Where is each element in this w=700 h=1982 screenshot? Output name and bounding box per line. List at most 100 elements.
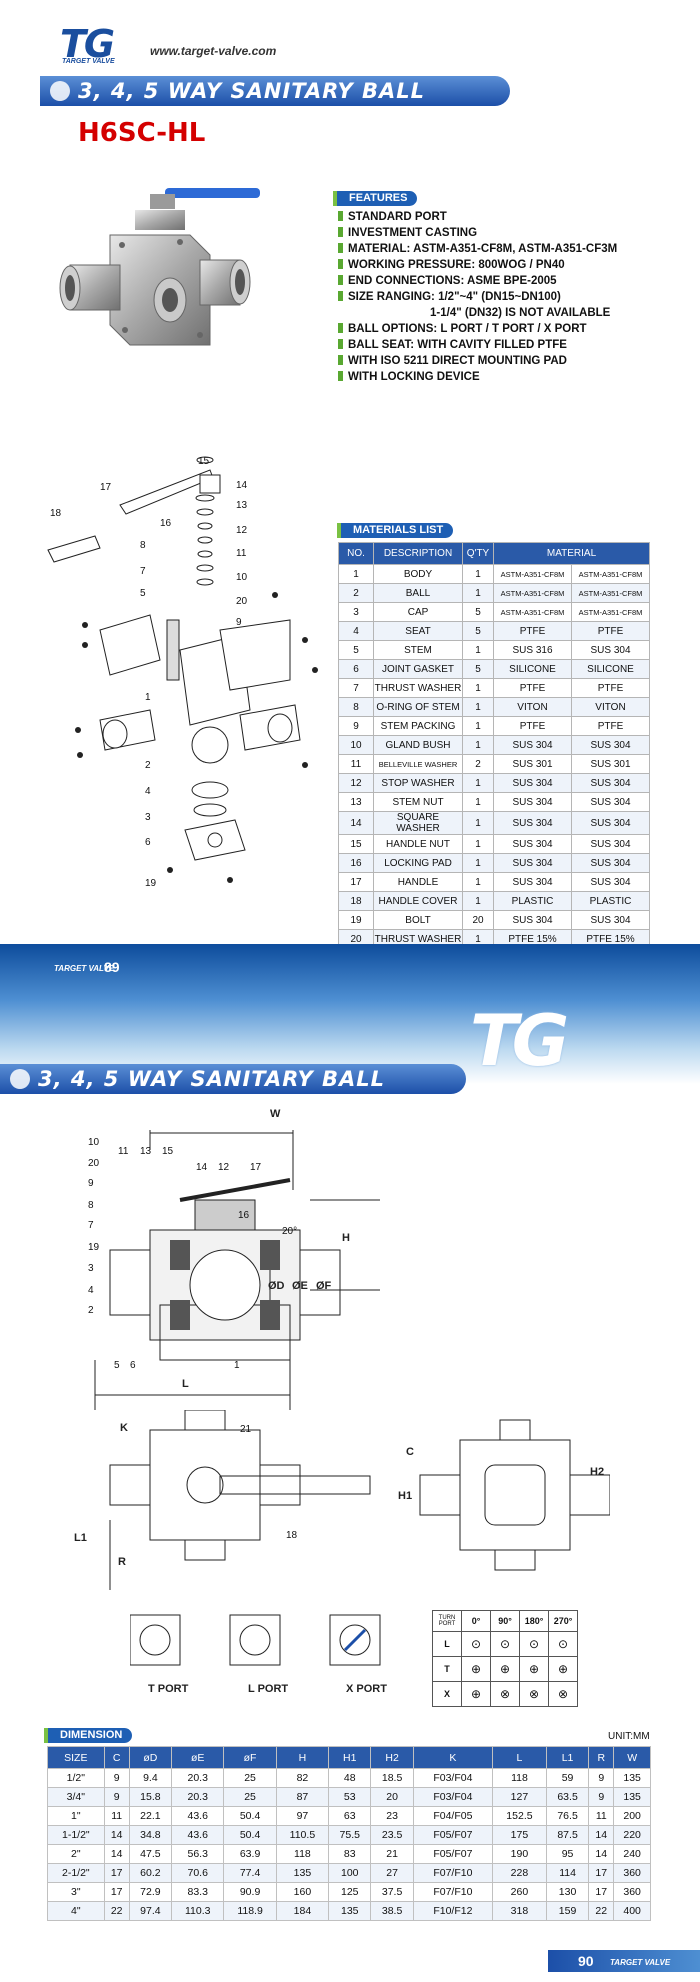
dimension-cell: 9 [103,1787,130,1807]
dimension-cell: 22 [588,1901,615,1921]
material-cell: 1 [462,792,494,812]
material-cell: SILICONE [493,659,572,679]
material-cell: HANDLE COVER [373,891,463,911]
material-cell: 1 [462,853,494,873]
material-cell: BODY [373,564,463,584]
material-cell: SILICONE [571,659,650,679]
material-cell: 14 [338,811,374,835]
dimension-cell: 48 [328,1768,372,1788]
material-cell: SUS 304 [571,853,650,873]
dimension-cell: 135 [275,1863,330,1883]
product-photo [59,188,260,346]
dimension-cell: 90.9 [223,1882,277,1902]
dimension-cell: 97 [275,1806,330,1826]
part-callout: 18 [50,508,62,519]
material-cell: LOCKING PAD [373,853,463,873]
material-cell: SUS 304 [493,872,572,892]
material-cell: PLASTIC [571,891,650,911]
material-cell: 10 [338,735,374,755]
dim-label-r: R [118,1556,126,1568]
part-callout: 11 [236,548,247,559]
material-cell: PTFE [571,678,650,698]
dim-col-header: øD [128,1746,173,1769]
dimension-cell: 260 [492,1882,547,1902]
material-cell: ASTM-A351-CF8M [571,602,650,622]
dimension-cell: 228 [492,1863,547,1883]
feature-item: WITH LOCKING DEVICE [338,371,480,383]
dimension-heading: DIMENSION [44,1728,133,1743]
website-url[interactable]: www.target-valve.com [150,44,277,58]
material-cell: 5 [338,640,374,660]
material-cell: BOLT [373,910,463,930]
material-cell: 15 [338,834,374,854]
dimension-cell: 97.4 [128,1901,173,1921]
part-callout: 6 [130,1360,136,1371]
dim-label-d: ØD [268,1280,285,1292]
material-cell: BALL [373,583,463,603]
material-cell: SUS 301 [493,754,572,774]
material-cell: HANDLE [373,872,463,892]
dimension-cell: 34.8 [128,1825,173,1845]
dimension-cell: 2-1/2" [47,1863,105,1883]
part-callout: 15 [198,456,210,467]
dimension-cell: 14 [103,1825,130,1845]
dimension-cell: 1" [47,1806,105,1826]
dim-col-header: H2 [370,1746,414,1769]
dimension-cell: 14 [588,1825,615,1845]
dim-label-angle: 20° [282,1226,298,1237]
dimension-cell: F04/F05 [412,1806,494,1826]
material-cell: SUS 304 [493,792,572,812]
dimension-cell: 110.5 [275,1825,330,1845]
material-cell: 5 [462,621,494,641]
dimension-cell: 135 [613,1768,651,1788]
material-cell: 12 [338,773,374,793]
material-cell: 20 [462,910,494,930]
material-cell: SUS 304 [493,773,572,793]
material-cell: ASTM-A351-CF8M [493,564,572,584]
part-callout: 3 [145,812,151,823]
dim-col-header: R [588,1746,615,1769]
feature-item-continued: 1-1/4" (DN32) IS NOT AVAILABLE [430,307,611,319]
brand-logo-subtitle: TARGET VALVE [62,58,115,65]
material-cell: O-RING OF STEM [373,697,463,717]
material-cell: SUS 301 [571,754,650,774]
material-cell: ASTM-A351-CF8M [493,602,572,622]
dimension-cell: 135 [613,1787,651,1807]
dimension-cell: 21 [370,1844,414,1864]
flow-icon: ⊙ [519,1631,549,1657]
material-cell: SUS 304 [493,910,572,930]
dimension-cell: 15.8 [128,1787,173,1807]
material-cell: SQUARE WASHER [373,811,463,835]
part-callout: 7 [88,1220,94,1231]
page-number: 89 [104,959,120,975]
material-cell: SUS 304 [571,834,650,854]
material-cell: ASTM-A351-CF8M [571,583,650,603]
dim-label-w: W [270,1108,281,1120]
material-cell: CAP [373,602,463,622]
material-cell: 1 [462,872,494,892]
dimension-cell: 184 [275,1901,330,1921]
material-cell: 9 [338,716,374,736]
flow-icon: ⊕ [519,1656,549,1682]
dim-label-c: C [406,1446,414,1458]
dimension-cell: 17 [588,1882,615,1902]
part-callout: 10 [88,1137,100,1148]
dimension-cell: 135 [328,1901,372,1921]
page-title: 3, 4, 5 WAY SANITARY BALL VALVE [38,1067,385,1121]
materials-heading: MATERIALS LIST [337,523,454,538]
material-cell: SUS 304 [493,853,572,873]
material-cell: 1 [462,564,494,584]
dimension-cell: 3/4" [47,1787,105,1807]
dimension-cell: 118 [275,1844,330,1864]
